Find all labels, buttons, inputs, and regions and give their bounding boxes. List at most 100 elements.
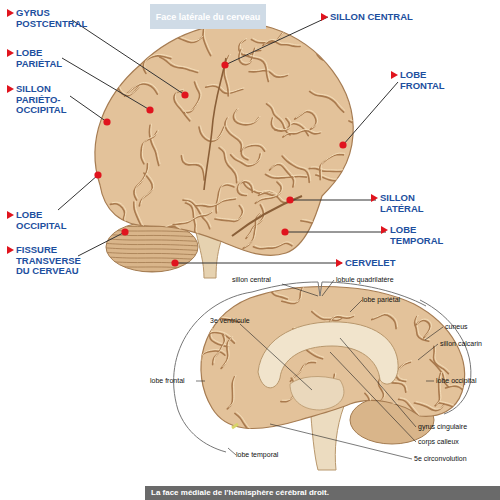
sulcus-line: [282, 287, 303, 304]
leader-line: [426, 381, 434, 382]
part-caption: 5e circonvolution: [414, 455, 484, 463]
gyrus-highlight: [322, 255, 334, 279]
gyrus-highlight: [309, 36, 334, 56]
sulcus-line: [352, 393, 369, 414]
gyrus-highlight: [447, 385, 477, 397]
gyrus-highlight: [354, 392, 371, 413]
marker-dot: [281, 228, 288, 235]
part-label: SILLON PARIÉTO-OCCIPITAL: [16, 84, 86, 116]
gyrus-highlight: [251, 69, 289, 75]
sulcus-line: [407, 293, 435, 304]
sulcus-line: [233, 110, 258, 125]
gyrus-highlight: [63, 87, 98, 106]
cerebellum-fold: [100, 270, 200, 273]
sulcus-line: [253, 243, 291, 248]
sulcus-line: [372, 405, 397, 423]
marker-dot: [103, 118, 110, 125]
leader-line: [425, 327, 443, 340]
sulcus-line: [411, 281, 435, 299]
leader-line: [330, 352, 416, 442]
leader-line: [62, 58, 150, 110]
marker-dot: [339, 141, 346, 148]
label-arrowhead: [371, 194, 378, 202]
leader-line: [322, 280, 334, 296]
sulcus-line: [294, 30, 327, 42]
gyrus-highlight: [440, 401, 471, 407]
part-label: SILLON LATÉRAL: [380, 193, 442, 214]
leader-line: [418, 344, 438, 360]
label-arrowhead: [7, 246, 14, 254]
gyrus-highlight: [350, 101, 365, 122]
sulcus-line: [335, 225, 349, 257]
sulcus-line: [219, 148, 237, 183]
part-label: LOBE PARIÉTAL: [16, 48, 76, 69]
gyrus-highlight: [183, 154, 206, 178]
sulcus-line: [263, 41, 300, 46]
leader-line: [343, 82, 398, 145]
label-arrowhead: [391, 71, 398, 79]
sulcus-line: [244, 55, 268, 82]
gyrus-highlight: [216, 204, 244, 220]
gyrus-highlight: [311, 90, 345, 111]
label-arrowhead: [336, 259, 343, 267]
sulcus-line: [174, 91, 190, 121]
leader-line: [78, 232, 125, 256]
leader-line: [270, 424, 412, 459]
gyrus-highlight: [220, 146, 238, 181]
gyrus-highlight: [235, 108, 260, 123]
sulcus-line: [310, 91, 344, 112]
part-caption: sillon central: [232, 276, 292, 284]
leader-line: [70, 96, 107, 122]
marker-dot: [146, 106, 153, 113]
gyrus-highlight: [302, 211, 334, 223]
sulcus-line: [158, 226, 180, 246]
gyrus-highlight: [409, 291, 437, 302]
leader-line: [228, 448, 236, 455]
leader-line: [340, 338, 416, 427]
part-label: FISSURE TRANSVERSE DU CERVEAU: [16, 245, 88, 277]
gyrus-highlight: [207, 84, 244, 91]
gyrus-highlight: [160, 225, 182, 245]
gyrus-highlight: [240, 47, 256, 63]
sulcus-line: [316, 42, 342, 64]
gyrus-highlight: [268, 102, 292, 133]
gyrus-highlight: [197, 198, 237, 206]
gyrus-highlight: [206, 331, 236, 342]
part-caption: lobe temporal: [236, 451, 291, 459]
gyrus-highlight: [126, 82, 159, 94]
label-arrowhead: [7, 211, 14, 219]
gyrus-highlight: [284, 155, 311, 181]
gyrus-highlight: [373, 403, 398, 421]
marker-dot: [286, 196, 293, 203]
gyrus-highlight: [373, 313, 397, 327]
gyrus-highlight: [271, 163, 295, 185]
cerebellum-fold: [100, 266, 200, 269]
gyrus-highlight: [214, 333, 226, 363]
sulcus-line: [123, 242, 138, 268]
sulcus-line: [134, 202, 153, 237]
sulcus-line: [282, 156, 309, 182]
leader-line: [196, 381, 205, 382]
part-caption: sillon calcarin: [440, 340, 495, 348]
gyrus-highlight: [470, 360, 500, 370]
caption: La face médiale de l'hémisphère cérébral…: [145, 486, 500, 500]
sulcus-line: [346, 186, 383, 197]
cerebellum-fold: [100, 252, 200, 255]
sulcus-line: [429, 282, 450, 299]
gyrus-highlight: [273, 117, 291, 130]
leader-line: [285, 232, 386, 233]
leader-line: [240, 324, 312, 390]
part-caption: lobe occipital: [436, 377, 491, 385]
gyrus-highlight: [141, 172, 154, 205]
sulcus-line: [221, 338, 231, 369]
gyrus-highlight: [313, 310, 343, 319]
gyrus-highlight: [417, 319, 432, 336]
part-caption: lobule quadrilatère: [336, 276, 406, 284]
gyrus-highlight: [85, 239, 93, 277]
gyrus-highlight: [336, 224, 350, 256]
sulcus-line: [301, 213, 333, 225]
sulcus-line: [205, 333, 235, 344]
gyrus-highlight: [431, 281, 452, 298]
sulcus-line: [84, 241, 92, 279]
